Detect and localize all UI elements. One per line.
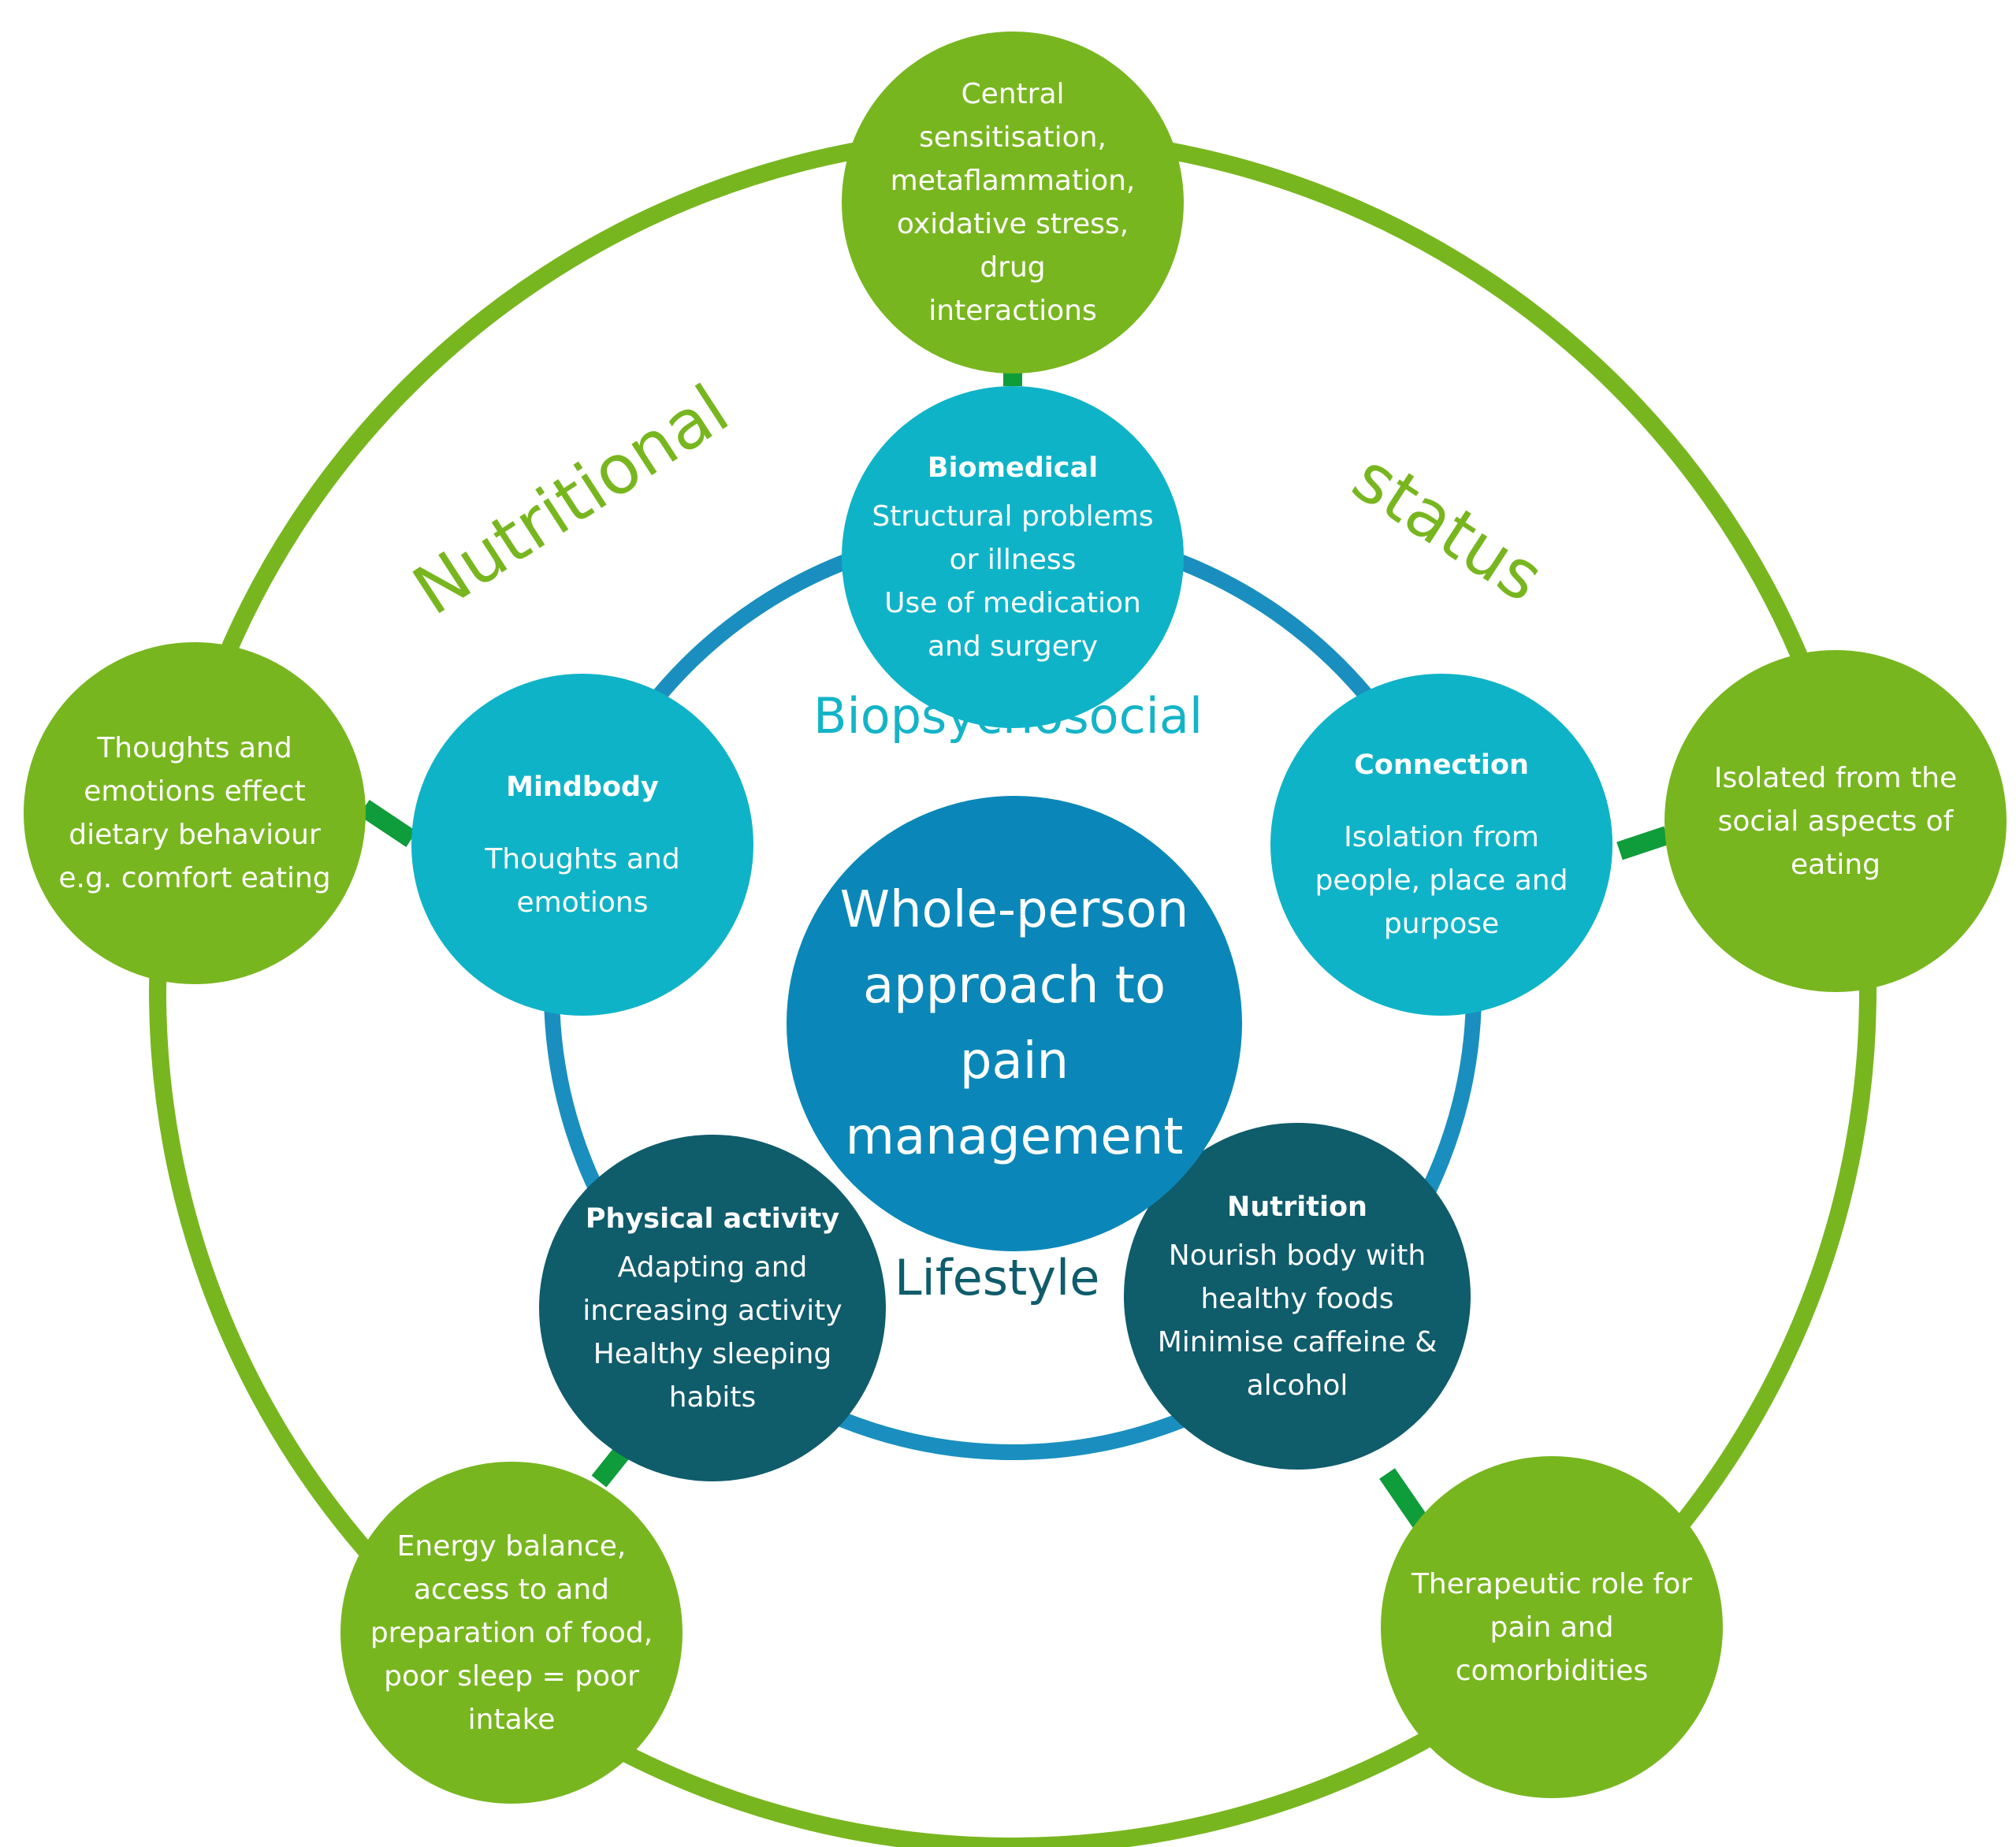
node-nutrition: Nutrition Nourish body with healthy food… <box>1124 1123 1471 1470</box>
connector-right <box>1616 826 1670 860</box>
node-mindbody-heading: Mindbody <box>506 771 659 803</box>
outer-node-isolated-social-eating: Isolated from the social aspects of eati… <box>1665 650 2007 992</box>
node-physical-activity-heading: Physical activity <box>585 1202 840 1235</box>
center-node-whole-person: Whole-person approach to pain management <box>787 796 1242 1251</box>
outer-node-central-sensitisation: Central sensitisation, metaflammation, o… <box>842 32 1184 373</box>
node-connection: Connection Isolation from people, place … <box>1270 674 1612 1016</box>
node-mindbody: Mindbody Thoughts and emotions <box>411 674 753 1016</box>
label-lifestyle: Lifestyle <box>895 1249 1100 1306</box>
node-physical-activity: Physical activity Adapting and increasin… <box>539 1135 886 1481</box>
node-connection-heading: Connection <box>1354 749 1529 781</box>
node-nutrition-heading: Nutrition <box>1227 1191 1367 1223</box>
node-biomedical-heading: Biomedical <box>927 452 1099 484</box>
outer-node-thoughts-emotions: Thoughts and emotions effect dietary beh… <box>24 642 366 984</box>
outer-node-therapeutic-role: Therapeutic role for pain and comorbidit… <box>1381 1456 1723 1798</box>
node-biomedical: Biomedical Structural problems or illnes… <box>842 386 1184 728</box>
connector-left <box>359 800 417 847</box>
outer-node-energy-balance: Energy balance, access to and preparatio… <box>340 1462 683 1804</box>
